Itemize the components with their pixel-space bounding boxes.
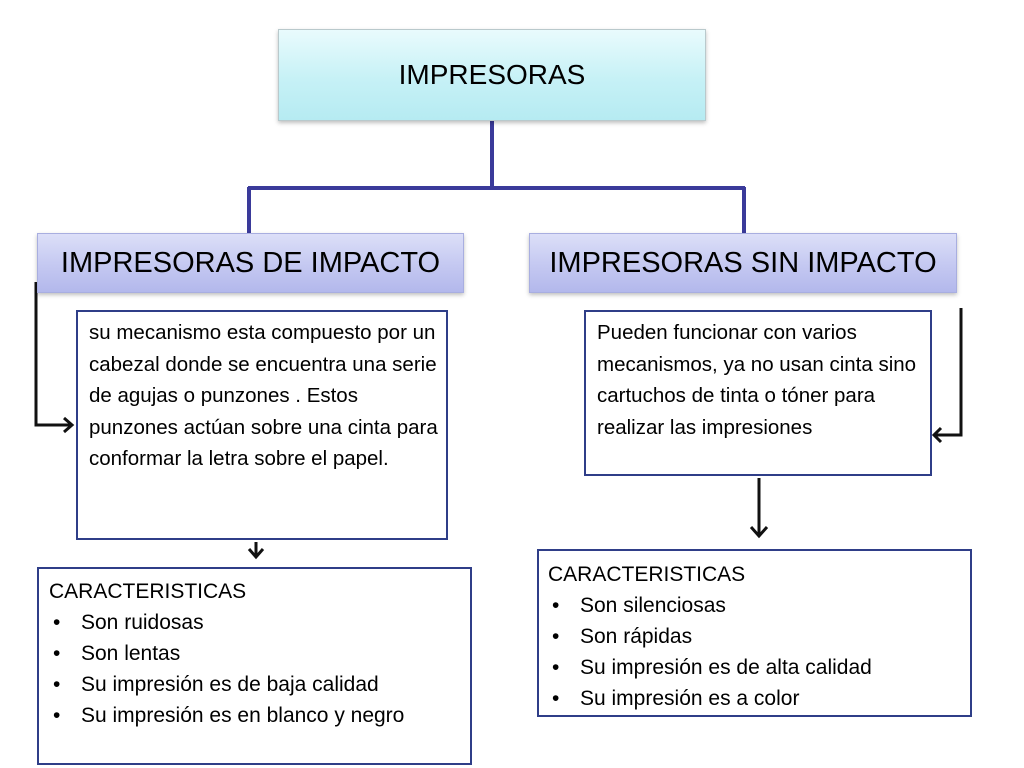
characteristics-impacto: CARACTERISTICAS • Son ruidosas • Son lenta…: [37, 567, 472, 765]
characteristics-heading: CARACTERISTICAS: [49, 580, 247, 603]
list-item: • Son silenciosas: [548, 590, 962, 621]
down-arrowhead-right: [749, 526, 769, 539]
branch-node-sin-impacto: IMPRESORAS SIN IMPACTO: [529, 233, 957, 293]
list-item-text: Son ruidosas: [81, 611, 204, 634]
characteristics-heading: CARACTERISTICAS: [548, 563, 746, 586]
characteristics-list: • Son ruidosas • Son lentas • Su impresión …: [49, 607, 462, 731]
characteristics-list: • Son silenciosas • Son rápidas • Su impres…: [548, 590, 962, 714]
description-sin-impacto: Pueden funcionar con varios mecanismos, …: [584, 310, 932, 476]
list-item-text: Son lentas: [81, 642, 181, 665]
list-item: • Su impresión es de alta calidad: [548, 652, 962, 683]
list-item: • Son lentas: [49, 638, 462, 669]
list-item-text: Su impresión es de alta calidad: [580, 656, 872, 679]
description-text-impacto: su mecanismo esta compuesto por un cabez…: [89, 321, 438, 470]
bullet-icon: •: [552, 625, 560, 648]
bullet-icon: •: [552, 656, 560, 679]
list-item: • Su impresión es a color: [548, 683, 962, 714]
elbow-arrow-left: [34, 282, 72, 427]
arrowhead-left: [63, 416, 75, 434]
bullet-icon: •: [53, 704, 61, 727]
branch-node-impacto: IMPRESORAS DE IMPACTO: [37, 233, 464, 293]
list-item-text: Son rápidas: [580, 625, 693, 648]
bullet-icon: •: [53, 611, 61, 634]
description-text-sin-impacto: Pueden funcionar con varios mecanismos, …: [597, 321, 917, 439]
arrowhead-right: [931, 426, 943, 444]
list-item-text: Su impresión es a color: [580, 687, 800, 710]
list-item-text: Su impresión es en blanco y negro: [81, 704, 405, 727]
bullet-icon: •: [53, 673, 61, 696]
elbow-arrow-right: [935, 308, 963, 437]
root-node: IMPRESORAS: [278, 29, 706, 121]
bullet-icon: •: [53, 642, 61, 665]
branch-title-sin-impacto: IMPRESORAS SIN IMPACTO: [549, 246, 937, 279]
characteristics-sin-impacto: CARACTERISTICAS • Son silenciosas • Son rá…: [537, 549, 972, 717]
list-item-text: Son silenciosas: [580, 594, 726, 617]
list-item: • Son ruidosas: [49, 607, 462, 638]
list-item: • Son rápidas: [548, 621, 962, 652]
description-impacto: su mecanismo esta compuesto por un cabez…: [76, 310, 448, 540]
bullet-icon: •: [552, 594, 560, 617]
tree-connector: [247, 121, 746, 233]
list-item: • Su impresión es de baja calidad: [49, 669, 462, 700]
down-arrowhead-left: [247, 548, 265, 560]
list-item: • Su impresión es en blanco y negro: [49, 700, 462, 731]
root-label: IMPRESORAS: [398, 59, 586, 90]
branch-title-impacto: IMPRESORAS DE IMPACTO: [60, 246, 441, 279]
bullet-icon: •: [552, 687, 560, 710]
list-item-text: Su impresión es de baja calidad: [81, 673, 379, 696]
